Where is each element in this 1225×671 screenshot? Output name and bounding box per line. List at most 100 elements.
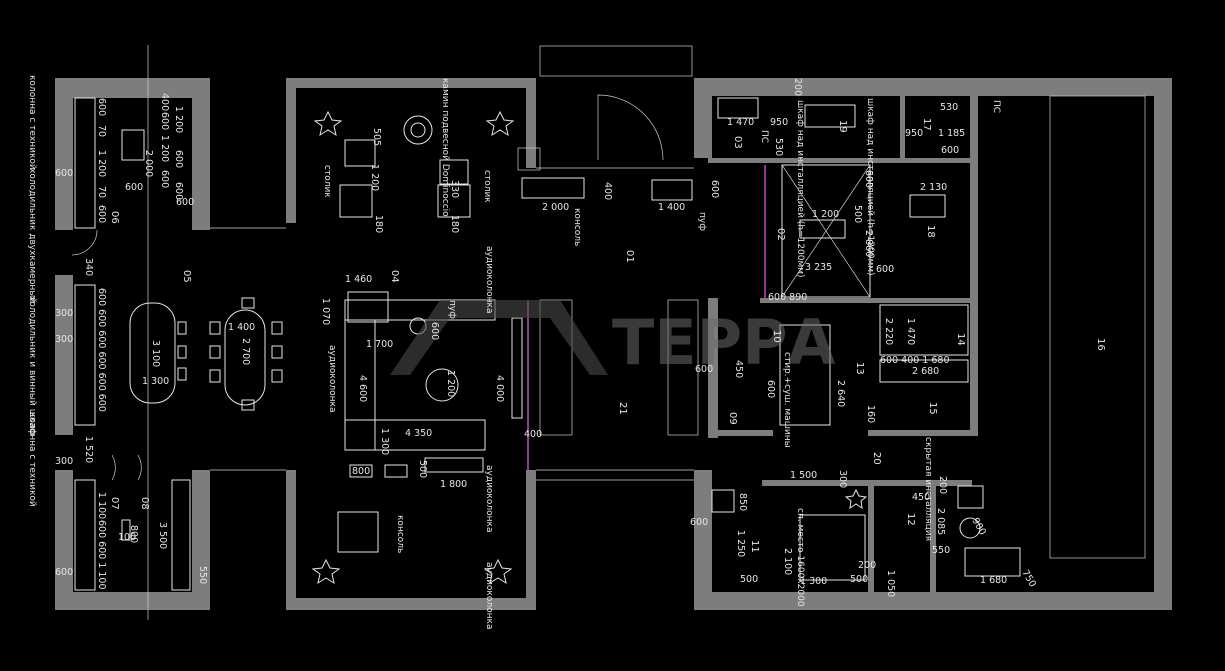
dining-table bbox=[177, 297, 283, 411]
label-console-top: консоль bbox=[572, 208, 582, 246]
room-number-15: 15 bbox=[927, 402, 938, 415]
dim: 1 200 bbox=[173, 106, 184, 133]
dim: 330 bbox=[449, 180, 460, 198]
label-col-tech-bottom: колонна с техникой bbox=[27, 412, 37, 507]
room-number-18: 18 bbox=[925, 225, 936, 238]
label-console-bottom: консоль bbox=[395, 515, 405, 553]
dim: 300 bbox=[55, 334, 73, 345]
label-pouf-mid: пуф bbox=[447, 300, 457, 319]
label-speaker-c: аудиоколонка bbox=[484, 465, 494, 532]
room-number-13: 13 bbox=[854, 362, 865, 375]
dim: 1 300 bbox=[800, 576, 827, 587]
room-number-20: 20 bbox=[871, 452, 882, 465]
dim: 450 bbox=[912, 492, 930, 503]
dim: 400 bbox=[159, 93, 170, 111]
dim: 600 bbox=[690, 517, 708, 528]
dim: 180 bbox=[373, 215, 384, 233]
dim: 180 bbox=[449, 215, 460, 233]
dim: 2 100 bbox=[782, 548, 793, 575]
room-number-09: 09 bbox=[727, 412, 738, 425]
dim: 1 200 bbox=[96, 150, 107, 177]
walls bbox=[55, 78, 1172, 610]
dim: 4 000 bbox=[494, 375, 505, 402]
dim: 600 bbox=[765, 380, 776, 398]
room-number-16: 16 bbox=[1095, 338, 1106, 351]
label-speaker-d: аудиоколонка bbox=[484, 562, 494, 629]
dim: 600 bbox=[709, 180, 720, 198]
dim: 600 600 1 100 bbox=[96, 520, 107, 590]
dim: 505 bbox=[371, 128, 382, 146]
label-table-b: столик bbox=[482, 170, 492, 203]
dim: 500 bbox=[850, 574, 868, 585]
dim: 400 bbox=[602, 182, 613, 200]
room-number-11: 11 bbox=[749, 540, 760, 553]
dim: 2 085 bbox=[935, 508, 946, 535]
dim: 1 500 bbox=[790, 470, 817, 481]
dim: 2 130 bbox=[920, 182, 947, 193]
dim: 300 bbox=[55, 308, 73, 319]
label-ps-a: ПС bbox=[991, 100, 1001, 113]
room-number-03: 03 bbox=[732, 136, 743, 149]
dim: 1 300 bbox=[379, 428, 390, 455]
dim: 1 700 bbox=[366, 339, 393, 350]
dim: 1 470 bbox=[727, 117, 754, 128]
dim: 2 860 bbox=[863, 230, 874, 257]
dim: 600 bbox=[173, 182, 184, 200]
dim: 600 bbox=[96, 205, 107, 223]
thin-lines bbox=[71, 45, 1146, 620]
room-number-10: 10 bbox=[771, 330, 782, 343]
dim: 1 185 bbox=[938, 128, 965, 139]
room-number-01: 01 bbox=[624, 250, 635, 263]
room-number-21: 21 bbox=[617, 402, 628, 415]
dim: 2 680 bbox=[912, 366, 939, 377]
dim: 200 bbox=[937, 476, 948, 494]
dim: 3 235 bbox=[805, 262, 832, 273]
dim: 300 bbox=[55, 456, 73, 467]
dim: 2 000 bbox=[542, 202, 569, 213]
dim: 600 bbox=[159, 112, 170, 130]
dim: 600 bbox=[876, 264, 894, 275]
plants bbox=[311, 110, 868, 585]
dim: 1 200 bbox=[812, 209, 839, 220]
dim: 600 bbox=[863, 170, 874, 188]
label-speaker-a: аудиоколонка bbox=[484, 246, 494, 313]
dim: 1 470 bbox=[905, 318, 916, 345]
dim: 1 400 bbox=[658, 202, 685, 213]
dim: 1 100 bbox=[96, 492, 107, 519]
dim: 550 bbox=[197, 566, 208, 584]
label-fridge-two: холодильник двухкамерный bbox=[27, 168, 37, 303]
dim: 340 bbox=[83, 258, 94, 276]
dim: 600 bbox=[429, 322, 440, 340]
dim: 600 890 bbox=[768, 292, 807, 303]
dim: 600 bbox=[159, 170, 170, 188]
dim: 900 bbox=[969, 516, 988, 537]
text-labels: колонна с техникой холодильник двухкамер… bbox=[27, 75, 1001, 629]
dim: 300 bbox=[837, 470, 848, 488]
dim: 3 100 bbox=[150, 340, 161, 367]
dim: 1 680 bbox=[980, 575, 1007, 586]
label-col-tech-top: колонна с техникой bbox=[27, 75, 37, 170]
dim: 1 800 bbox=[440, 479, 467, 490]
dim: 530 bbox=[773, 138, 784, 156]
dim: 3 500 bbox=[157, 522, 168, 549]
dimensions: 600 70 1 200 70 600 400 600 1 200 2 000 … bbox=[55, 78, 1038, 597]
dim: 550 bbox=[932, 545, 950, 556]
label-speaker-b: аудиоколонка bbox=[327, 345, 337, 412]
dim: 1 520 bbox=[83, 436, 94, 463]
dim: 950 bbox=[770, 117, 788, 128]
dim: 1 200 bbox=[369, 164, 380, 191]
dim: 200 bbox=[858, 560, 876, 571]
dim: 600 bbox=[55, 168, 73, 179]
dim: 800 bbox=[128, 525, 139, 543]
label-cabinet-install-a: шкаф над инсталляцией (h=1200мм) bbox=[865, 98, 875, 276]
dim: 600 600 600 600 600 600 bbox=[96, 288, 107, 412]
dim: 2 000 bbox=[143, 150, 154, 177]
dim: 4 600 bbox=[357, 375, 368, 402]
room-number-19: 19 bbox=[837, 120, 848, 133]
dim: 400 bbox=[524, 429, 542, 440]
dim: 200 bbox=[792, 78, 803, 96]
dim: 800 bbox=[352, 466, 370, 477]
dim: 500 bbox=[417, 460, 428, 478]
room-number-08: 08 bbox=[139, 497, 150, 510]
dim: 1 300 bbox=[142, 376, 169, 387]
